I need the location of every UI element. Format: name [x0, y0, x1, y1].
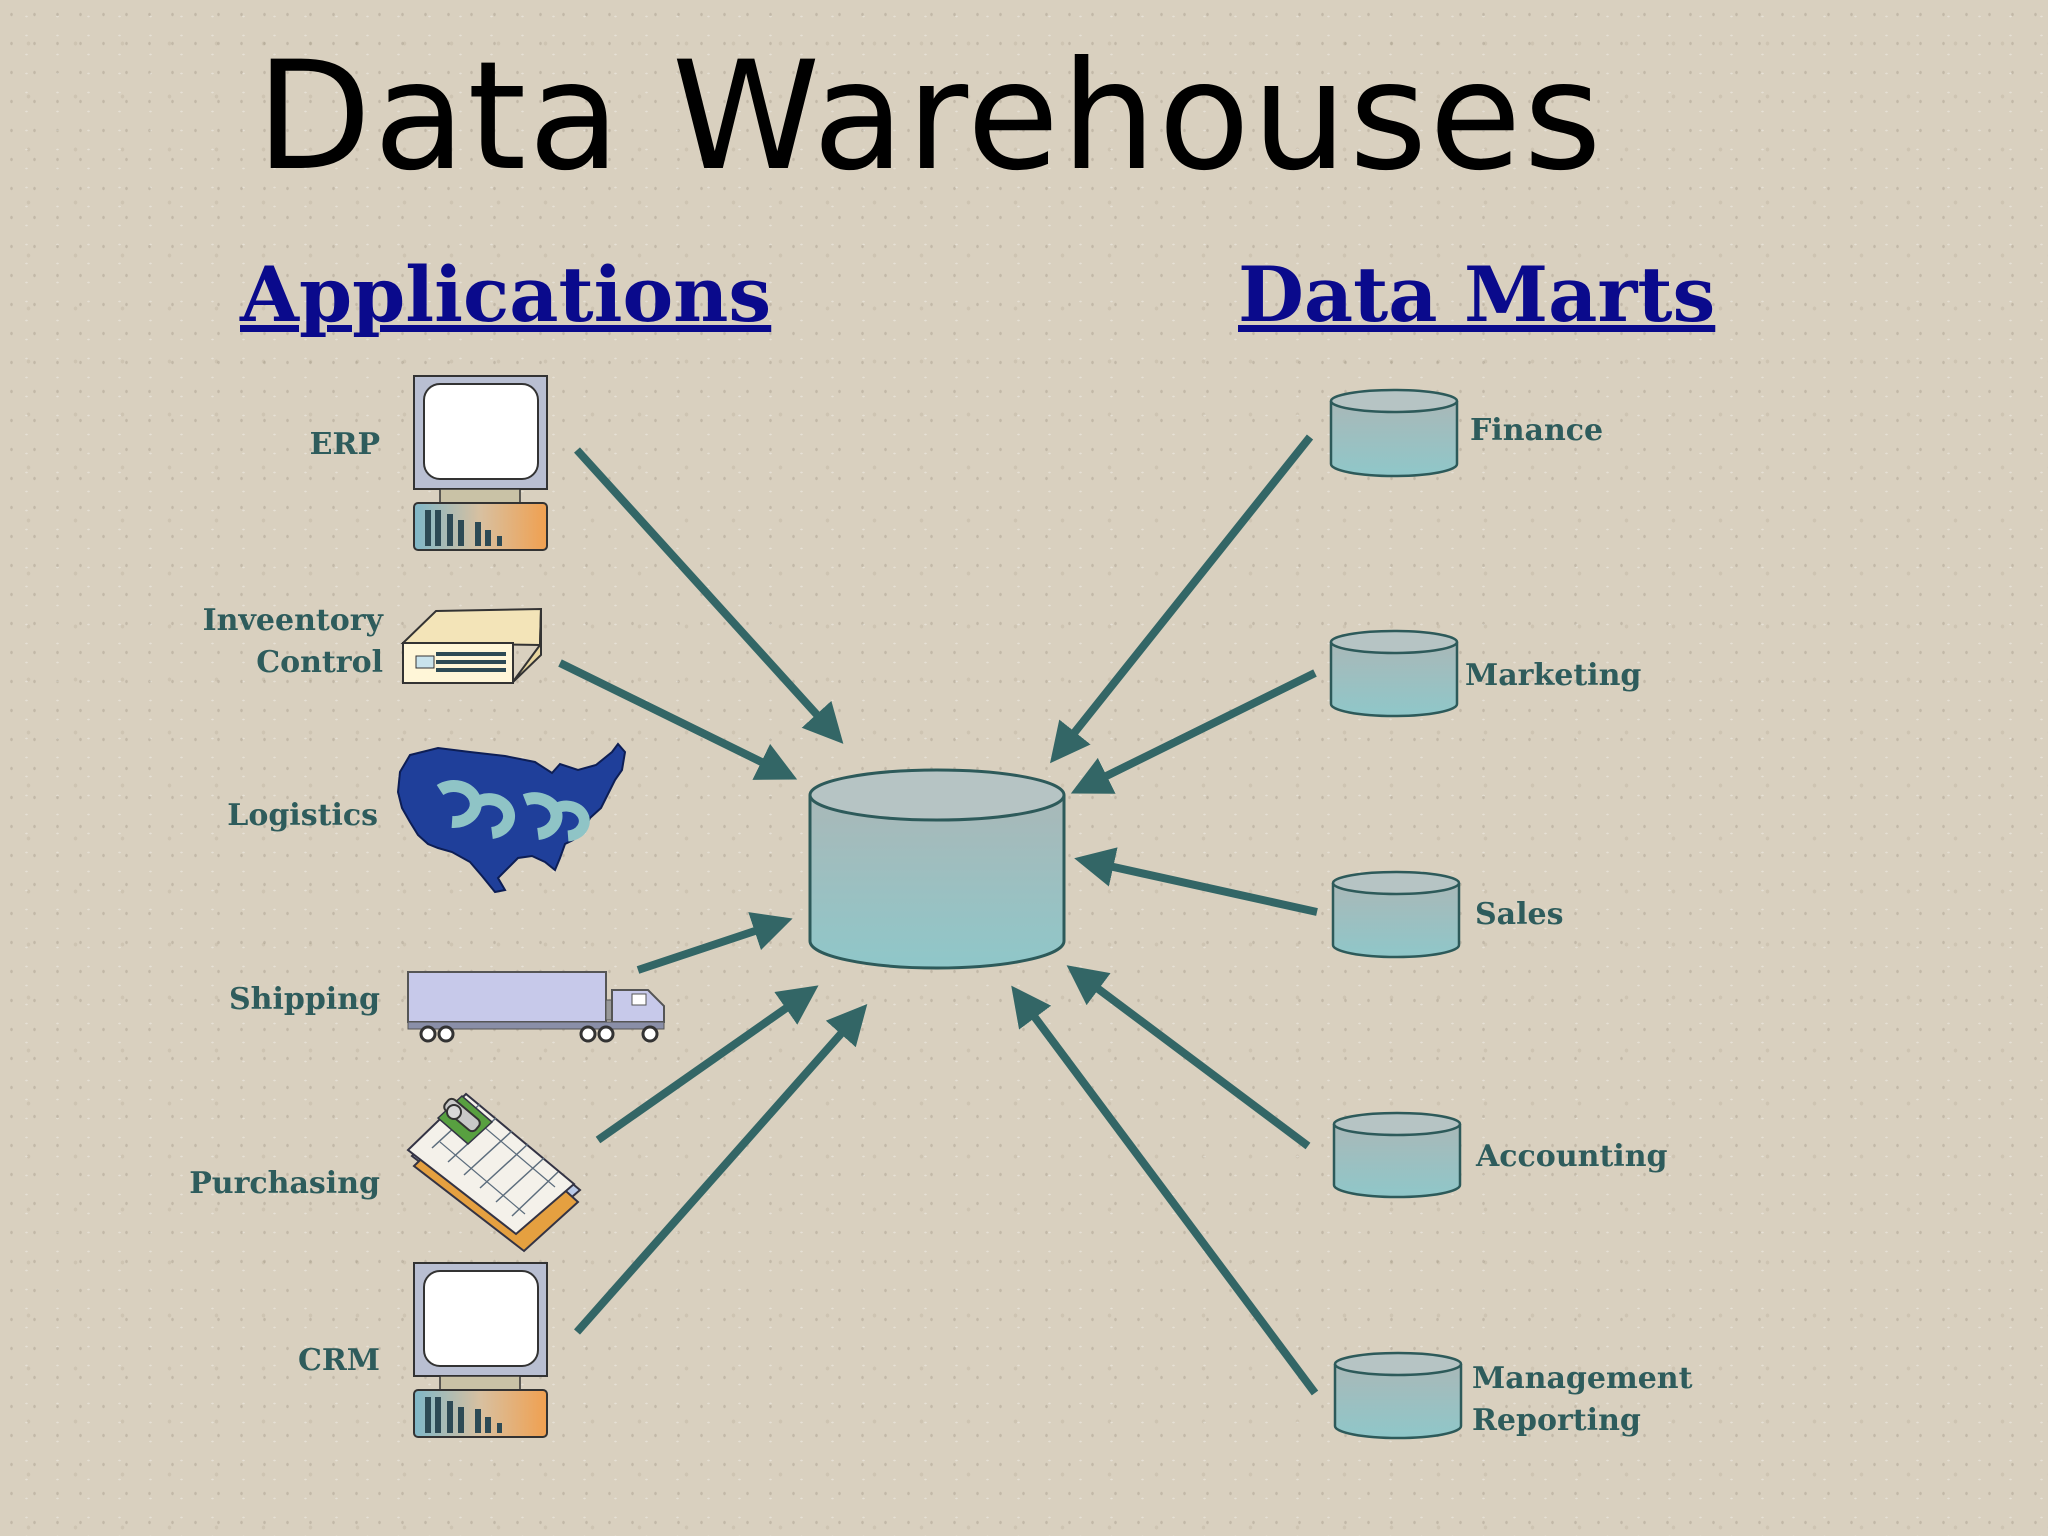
- arrow-crm: [574, 1004, 868, 1335]
- app-label-purchasing: Purchasing: [189, 1166, 380, 1201]
- app-arrows: [558, 447, 868, 1335]
- mart-arrows: [1011, 434, 1319, 1396]
- mart-label-marketing: Marketing: [1465, 658, 1642, 693]
- central-warehouse-icon: [808, 768, 1066, 970]
- data-marts-heading: Data Marts: [1238, 250, 1716, 339]
- arrow-management: [1011, 985, 1319, 1396]
- arrow-purchasing: [595, 985, 819, 1144]
- app-label-logistics: Logistics: [227, 798, 378, 833]
- database-icon: [1332, 1111, 1462, 1199]
- app-label-shipping: Shipping: [228, 982, 380, 1017]
- arrow-sales: [1074, 847, 1318, 916]
- app-label-erp: ERP: [309, 427, 380, 462]
- mart-label-accounting: Accounting: [1476, 1139, 1668, 1174]
- database-icon: [1329, 629, 1459, 718]
- arrow-marketing: [1070, 669, 1317, 794]
- mart-label-finance: Finance: [1470, 413, 1604, 448]
- computer-icon: [413, 375, 548, 551]
- computer-icon: [413, 1262, 548, 1438]
- arrow-inventory: [558, 659, 798, 780]
- clipboard-icon: [406, 1092, 582, 1253]
- arrow-finance: [1050, 434, 1314, 764]
- database-icon: [1329, 388, 1459, 478]
- database-icon: [1333, 1351, 1463, 1440]
- server-box-icon: [400, 607, 543, 684]
- mart-label-sales: Sales: [1475, 897, 1564, 932]
- arrow-erp: [574, 447, 844, 744]
- app-label-inventory-control: Inveentory Control: [202, 603, 383, 680]
- app-label-crm: CRM: [297, 1343, 380, 1378]
- mart-label-management-reporting: Management Reporting: [1472, 1361, 1693, 1438]
- arrow-shipping: [636, 912, 793, 974]
- arrow-accounting: [1066, 965, 1311, 1150]
- truck-icon: [407, 971, 665, 1043]
- applications-heading: Applications: [240, 250, 772, 339]
- us-map-icon: [396, 742, 627, 894]
- page-title: Data Warehouses: [256, 30, 1604, 204]
- database-icon: [1331, 870, 1461, 959]
